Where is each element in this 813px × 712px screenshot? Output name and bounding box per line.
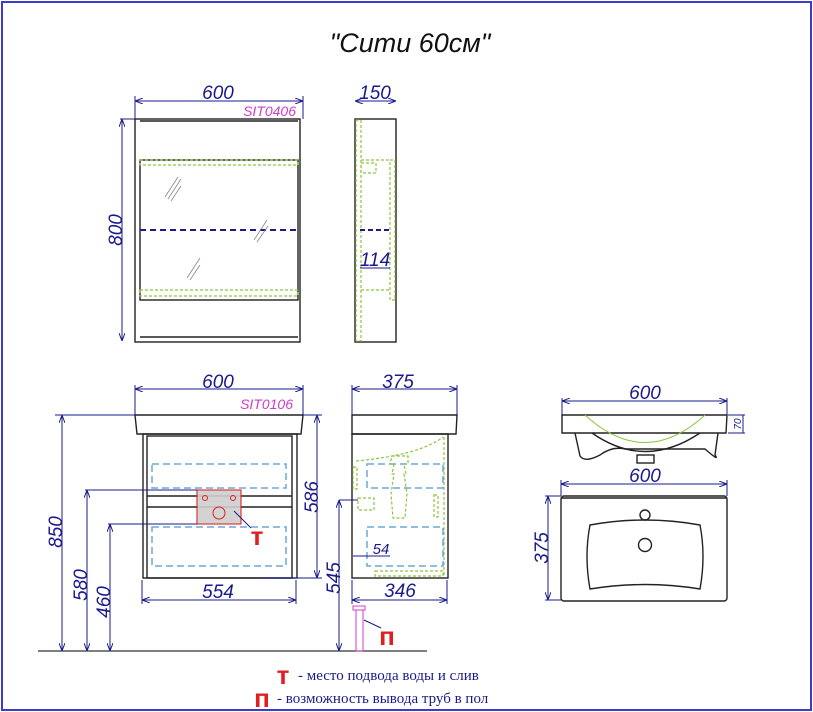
- mirror-width-label: 600: [202, 83, 234, 104]
- sink-plan-depth-label: 375: [532, 532, 553, 564]
- sink-side-view: 600 70: [561, 383, 745, 464]
- sink-side-width-label: 600: [629, 383, 661, 404]
- vanity-inner-depth-label: 346: [384, 581, 416, 602]
- legend-floor-text: - возможность вывода труб в пол: [277, 691, 489, 707]
- drawing-title: "Сити 60см": [330, 28, 492, 58]
- height-580-label: 580: [71, 569, 92, 601]
- height-545-label: 545: [324, 562, 345, 594]
- legend-water-text: - место подвода воды и слив: [298, 668, 479, 684]
- glass-hatch-icon: [164, 176, 269, 281]
- body-height-label: 586: [302, 481, 323, 513]
- water-marker: т: [251, 521, 264, 551]
- vanity-front: т 600 SIT0106 554 586 850 580 460: [38, 372, 427, 652]
- floor-pipe: [355, 609, 364, 652]
- floor-marker: п: [379, 621, 395, 651]
- vanity-inner-width-label: 554: [202, 582, 234, 603]
- mirror-height-label: 800: [106, 214, 127, 246]
- legend-water-marker: т: [277, 660, 290, 690]
- mirror-cabinet-side: 150 114: [354, 83, 397, 343]
- sink-height-label: 70: [733, 418, 744, 430]
- sink-plan-view: 600 375: [532, 466, 728, 602]
- vanity-width-label: 600: [202, 372, 234, 393]
- vanity-depth-label: 375: [382, 372, 414, 393]
- vanity-code-label: SIT0106: [240, 396, 293, 412]
- mirror-depth-label: 150: [359, 83, 391, 104]
- height-460-label: 460: [94, 586, 115, 618]
- total-height-label: 850: [46, 516, 67, 548]
- legend: т - место подвода воды и слив п - возмож…: [254, 660, 489, 712]
- shelf-depth-label: 114: [360, 250, 390, 271]
- vanity-side: 545 54 375 346 п: [324, 372, 458, 652]
- offset-54-label: 54: [373, 541, 390, 558]
- sink-plan-width-label: 600: [629, 466, 661, 487]
- legend-floor-marker: п: [254, 683, 270, 712]
- mirror-code-label: SIT0406: [243, 103, 296, 119]
- mirror-cabinet-front: 600 SIT0406 800: [106, 83, 304, 343]
